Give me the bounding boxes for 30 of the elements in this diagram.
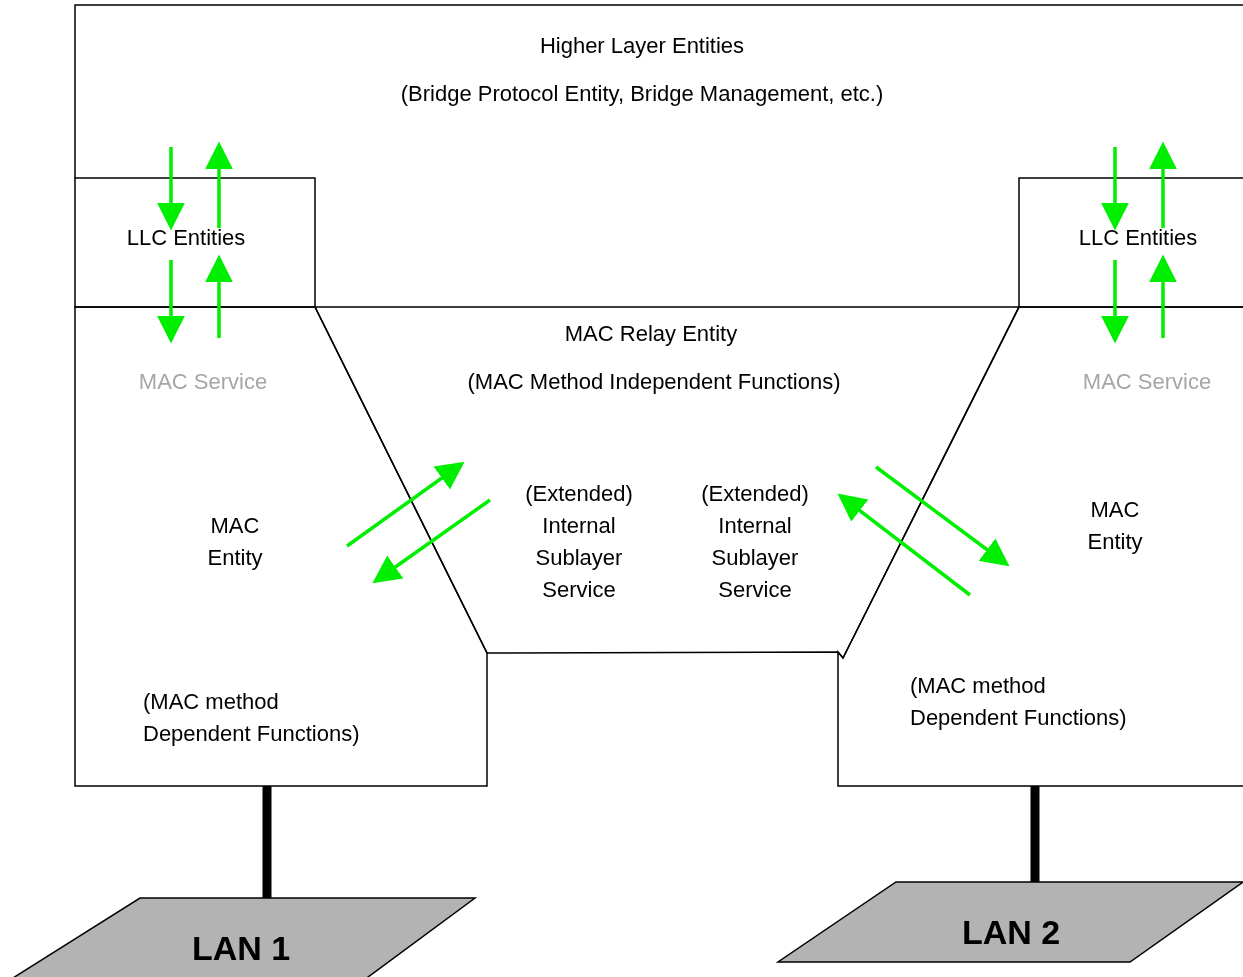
node-text: (MAC method Dependent Functions) xyxy=(143,688,361,748)
node-text: (Extended) Internal Sublayer Service xyxy=(700,480,810,604)
node-text: (Bridge Protocol Entity, Bridge Management, etc.) xyxy=(399,80,885,108)
connection-line xyxy=(262,786,272,898)
node-text: (Extended) Internal Sublayer Service xyxy=(524,480,634,604)
service-label: MAC Service xyxy=(137,368,269,396)
connection-line xyxy=(1030,786,1040,882)
node-heading: MAC Relay Entity xyxy=(563,320,739,348)
arrow xyxy=(205,141,233,228)
node-text: (MAC Method Independent Functions) xyxy=(466,368,842,396)
arrow xyxy=(874,465,1010,567)
arrow xyxy=(346,461,465,548)
node-text: MAC Entity xyxy=(1086,496,1144,556)
arrow xyxy=(1101,260,1129,344)
node-text: MAC Entity xyxy=(206,512,264,572)
arrow xyxy=(157,147,185,231)
arrow xyxy=(837,493,972,597)
lan-label: LAN 2 xyxy=(960,916,1062,948)
node-text: (MAC method Dependent Functions) xyxy=(910,672,1128,732)
arrow xyxy=(1149,141,1177,228)
node-heading: LLC Entities xyxy=(1077,224,1199,252)
lan-label: LAN 1 xyxy=(190,932,292,964)
arrow xyxy=(1149,254,1177,338)
arrow xyxy=(1101,147,1129,231)
arrow xyxy=(372,498,491,584)
service-label: MAC Service xyxy=(1081,368,1213,396)
node-heading: Higher Layer Entities xyxy=(538,32,746,60)
arrow xyxy=(205,254,233,338)
node-heading: LLC Entities xyxy=(125,224,247,252)
arrow xyxy=(157,260,185,344)
